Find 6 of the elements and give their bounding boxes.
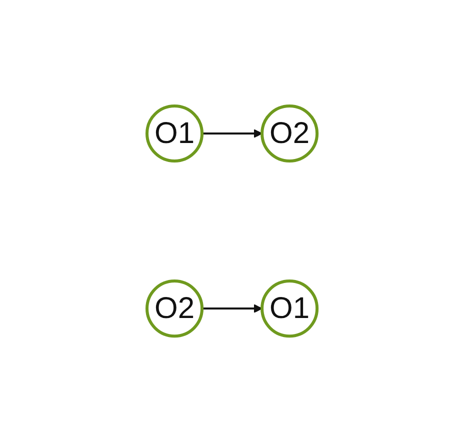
arrow [202,129,262,138]
node-circle: O1 [260,280,319,338]
node-circle: O2 [145,280,204,338]
node-circle: O1 [145,104,204,162]
arrow [202,304,262,313]
node-circle: O2 [260,104,319,162]
